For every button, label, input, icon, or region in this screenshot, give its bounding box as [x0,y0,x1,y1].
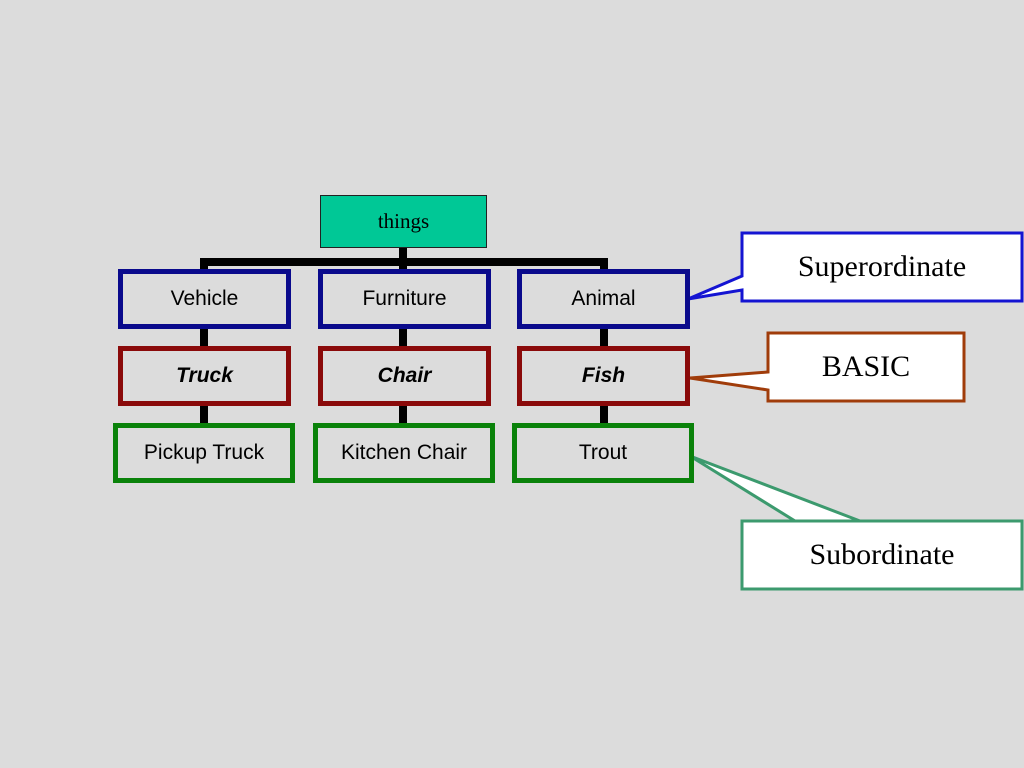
superordinate-node-label: Furniture [362,287,447,310]
basic-node-truck: Truck [118,346,291,406]
basic-node-label: Chair [377,364,432,387]
callout-subordinate-shape [689,454,1024,591]
superordinate-node-vehicle: Vehicle [118,269,291,329]
callout-superordinate-label: Superordinate [797,250,967,283]
callout-superordinate-shape [687,231,1024,303]
subordinate-node-label: Kitchen Chair [340,441,468,464]
subordinate-node-pickup-truck: Pickup Truck [113,423,295,483]
superordinate-node-label: Vehicle [170,287,239,310]
superordinate-node-label: Animal [571,287,636,310]
callout-subordinate-label: Subordinate [809,538,955,571]
superordinate-node-furniture: Furniture [318,269,491,329]
tree-connector-lines [200,248,608,426]
subordinate-node-label: Pickup Truck [143,441,265,464]
superordinate-node-animal: Animal [517,269,690,329]
basic-node-label: Fish [581,364,626,387]
callout-basic-shape [689,331,966,403]
subordinate-node-trout: Trout [512,423,694,483]
root-node-things: things [320,195,487,248]
subordinate-node-label: Trout [578,441,628,464]
callout-basic-label: BASIC [821,350,911,383]
basic-node-fish: Fish [517,346,690,406]
root-node-label: things [377,209,430,233]
subordinate-node-kitchen-chair: Kitchen Chair [313,423,495,483]
basic-node-chair: Chair [318,346,491,406]
basic-node-label: Truck [176,364,233,387]
